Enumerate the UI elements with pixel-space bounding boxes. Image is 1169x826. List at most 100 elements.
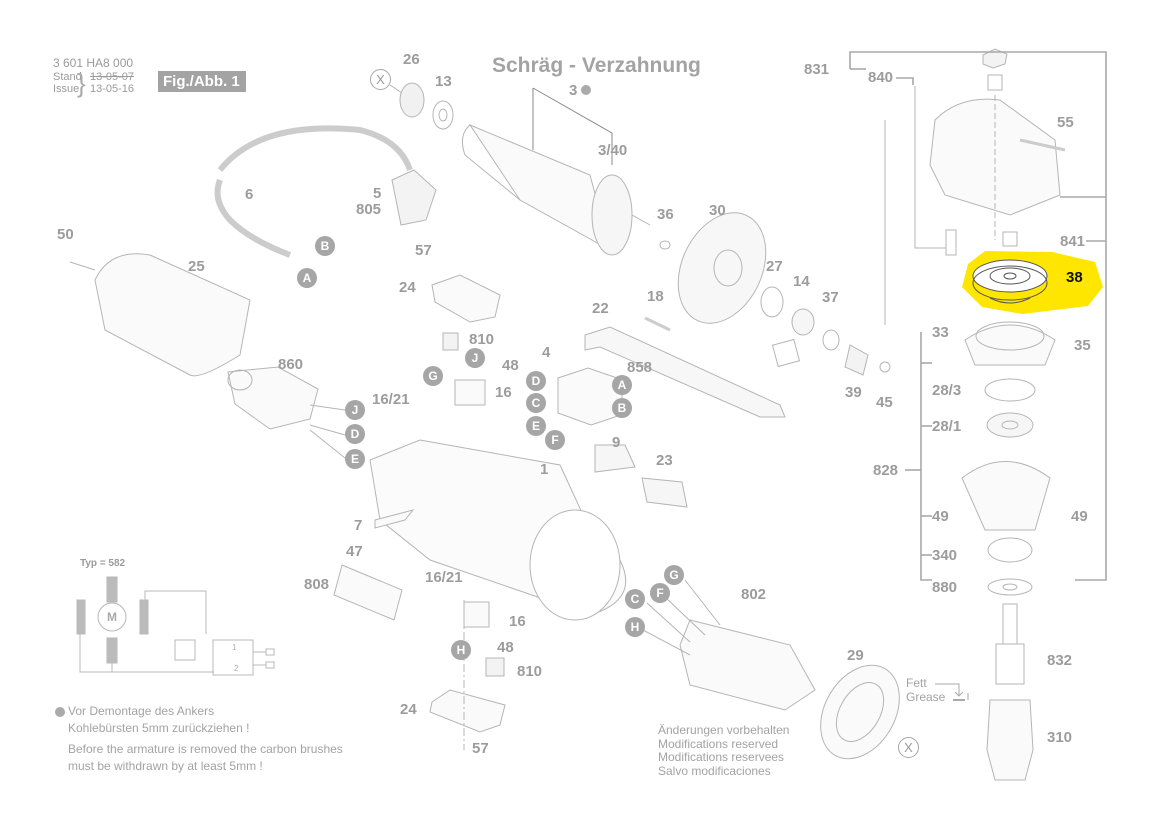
note-en-line-1: Before the armature is removed the carbo… xyxy=(68,742,343,756)
part-label-880: 880 xyxy=(932,579,958,596)
part-label-840: 840 xyxy=(868,69,894,86)
field-coil-802-drawing xyxy=(642,579,816,711)
part-label-810-top: 810 xyxy=(469,331,495,348)
part-label-57-bottom: 57 xyxy=(472,740,489,757)
connector-a-main: A xyxy=(612,375,632,395)
part-label-7: 7 xyxy=(354,517,363,534)
note-marker-dot xyxy=(581,85,591,95)
part-label-22: 22 xyxy=(592,300,609,317)
part-label-860: 860 xyxy=(278,356,304,373)
part-label-828: 828 xyxy=(873,462,899,479)
rear-housing-25-drawing xyxy=(69,253,251,377)
issue-date: 13-05-16 xyxy=(90,83,135,95)
part-label-310: 310 xyxy=(1047,729,1073,746)
connector-g-field: G xyxy=(664,565,684,585)
part-label-45: 45 xyxy=(876,394,893,411)
note-de-line-1: Vor Demontage des Ankers xyxy=(68,704,215,718)
switch-16-lower-drawing xyxy=(429,600,506,750)
bevel-gear-38-drawing xyxy=(972,259,1048,304)
part-label-50: 50 xyxy=(57,226,74,243)
bearing-plate-30-drawing xyxy=(659,212,891,376)
part-label-48-bottom: 48 xyxy=(497,639,514,656)
part-label-340: 340 xyxy=(932,547,958,564)
retaining-ring-29-drawing xyxy=(820,664,900,760)
switch-4-drawing xyxy=(557,367,624,426)
part-label-831: 831 xyxy=(804,61,830,78)
part-label-16-bottom: 16 xyxy=(509,613,526,630)
part-label-14: 14 xyxy=(793,273,810,290)
stand-issue-labels: Stand Issue xyxy=(53,71,82,95)
note-de-line-2: Kohlebürsten 5mm zurückziehen ! xyxy=(68,721,250,735)
part-label-832: 832 xyxy=(1047,652,1073,669)
part-label-28-1: 28/1 xyxy=(932,418,962,435)
part-label-13: 13 xyxy=(435,73,452,90)
wiring-type-label: Typ = 582 xyxy=(80,558,126,569)
dates: 13-05-07 13-05-16 xyxy=(90,71,134,95)
stand-label: Stand xyxy=(53,71,82,83)
connector-e-main: E xyxy=(526,416,546,436)
part-label-25: 25 xyxy=(188,258,205,275)
part-label-24-bottom: 24 xyxy=(400,701,417,718)
wiring-diagram xyxy=(76,576,275,676)
motor-symbol-label: M xyxy=(107,610,117,624)
part-label-4: 4 xyxy=(542,344,551,361)
part-label-16-21-top: 16/21 xyxy=(372,391,410,408)
part-label-802: 802 xyxy=(741,586,767,603)
connector-d-speed: D xyxy=(345,424,365,444)
part-label-841: 841 xyxy=(1060,233,1086,250)
gear-flange-stack-drawing xyxy=(961,321,1056,781)
diagram-title: Schräg - Verzahnung xyxy=(492,54,701,77)
part-label-48-top: 48 xyxy=(502,357,519,374)
motor-housing-1-drawing xyxy=(333,439,688,621)
connector-b-cord: B xyxy=(315,236,335,256)
power-cord-drawing xyxy=(214,125,437,258)
modifications-en: Modifications reserved xyxy=(658,736,779,751)
connector-x-top: X xyxy=(370,69,391,90)
connector-f-field: F xyxy=(650,583,670,603)
part-label-49-right: 49 xyxy=(1071,508,1088,525)
connector-c-field: C xyxy=(625,589,645,609)
part-label-24-top: 24 xyxy=(399,279,416,296)
part-label-36: 36 xyxy=(657,206,674,223)
connector-c-main: C xyxy=(526,393,546,413)
part-label-3: 3 xyxy=(569,82,578,99)
modifications-es: Salvo modificaciones xyxy=(658,763,771,778)
grease-legend: Fett Grease xyxy=(906,676,945,704)
part-number: 3 601 HA8 000 xyxy=(53,56,134,70)
note-bullet-icon xyxy=(55,707,65,717)
assembly-brackets xyxy=(849,51,1107,581)
modifications-de: Änderungen vorbehalten xyxy=(658,723,790,737)
part-label-16-top: 16 xyxy=(495,384,512,401)
part-label-47: 47 xyxy=(346,543,363,560)
connector-g-switch: G xyxy=(423,366,443,386)
connector-h-field: H xyxy=(625,617,645,637)
connector-d-main: D xyxy=(526,371,546,391)
part-label-28-3: 28/3 xyxy=(932,382,962,399)
figure-badge: Fig./Abb. 1 xyxy=(158,71,246,92)
armature-3-drawing xyxy=(461,87,651,256)
part-label-38: 38 xyxy=(1066,269,1083,286)
part-label-805: 805 xyxy=(356,201,382,218)
grease-symbol-icon xyxy=(935,683,969,701)
speed-control-860-drawing xyxy=(227,366,346,459)
part-label-18: 18 xyxy=(647,288,664,305)
part-label-5: 5 xyxy=(373,185,382,202)
connector-a-cord: A xyxy=(297,268,317,288)
part-label-39: 39 xyxy=(845,384,862,401)
part-label-29: 29 xyxy=(847,647,864,664)
connector-h-switch: H xyxy=(451,640,471,660)
part-label-55: 55 xyxy=(1057,114,1074,131)
switch-pole-1: 1 xyxy=(232,643,237,652)
part-label-9: 9 xyxy=(612,434,621,451)
lever-22-drawing xyxy=(584,316,786,418)
note-en-line-2: must be withdrawn by at least 5mm ! xyxy=(68,759,263,773)
part-label-808: 808 xyxy=(304,576,330,593)
part-label-35: 35 xyxy=(1074,337,1091,354)
part-label-37: 37 xyxy=(822,289,839,306)
connector-j-switch: J xyxy=(465,348,485,368)
part-label-26: 26 xyxy=(403,51,420,68)
part-label-27: 27 xyxy=(766,258,783,275)
part-label-3-40: 3/40 xyxy=(598,142,628,159)
part-label-33: 33 xyxy=(932,324,949,341)
